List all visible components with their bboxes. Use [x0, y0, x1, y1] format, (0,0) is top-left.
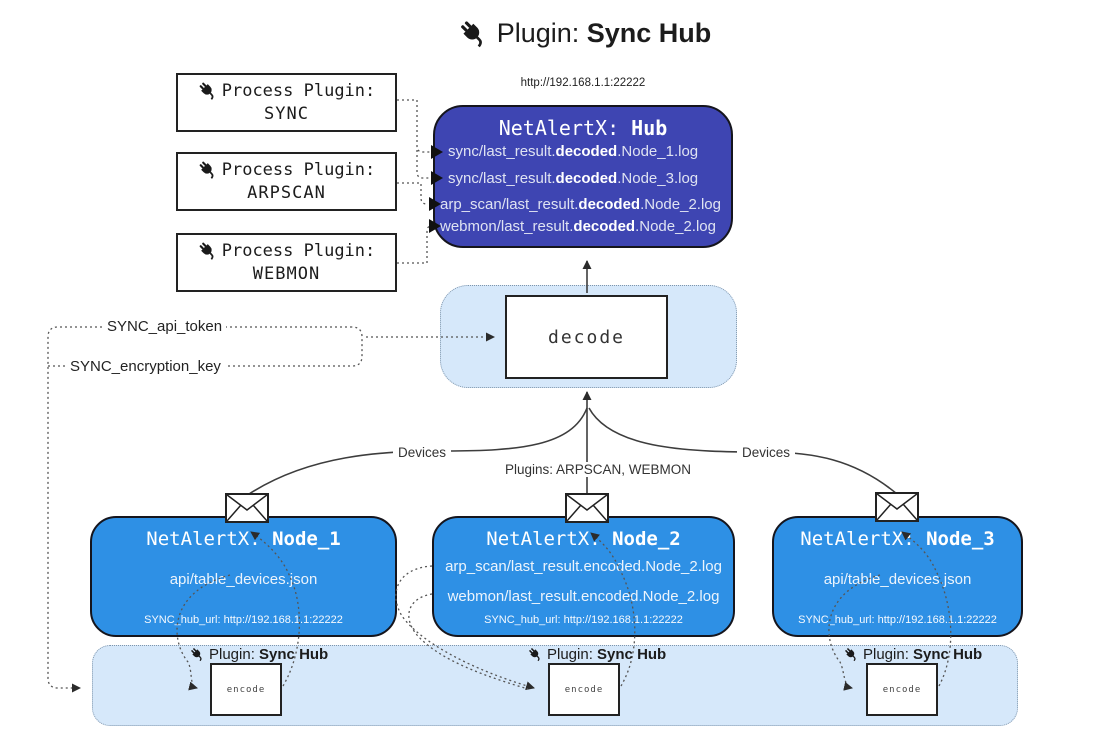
edge-label-devices-left: Devices: [393, 445, 452, 460]
node-title-prefix: NetAlertX:: [146, 528, 273, 550]
encode-box: encode: [210, 663, 282, 716]
process-plugin-box-webmon: Process Plugin: WEBMON: [176, 233, 397, 292]
decode-box: decode: [505, 295, 668, 379]
plug-icon: [198, 241, 218, 261]
hub-log-line: sync/last_result.decoded.Node_1.log: [448, 143, 699, 160]
encode-section-label: Plugin: Sync Hub: [528, 646, 666, 663]
process-plugin-name: WEBMON: [252, 264, 321, 284]
node-1-box: NetAlertX: Node_1 api/table_devices.json…: [90, 516, 397, 637]
page-title-prefix: Plugin:: [496, 18, 587, 48]
process-plugin-label: Process Plugin:: [221, 81, 376, 101]
node-line: arp_scan/last_result.encoded.Node_2.log: [445, 558, 722, 575]
encode-box: encode: [548, 663, 620, 716]
node-hub-url: SYNC_hub_url: http://192.168.1.1:22222: [484, 614, 683, 626]
hub-url: http://192.168.1.1:22222: [520, 77, 646, 89]
node-title-name: Node_2: [612, 528, 681, 550]
edge-label-plugins-mid: Plugins: ARPSCAN, WEBMON: [500, 462, 697, 477]
node-hub-url: SYNC_hub_url: http://192.168.1.1:22222: [144, 614, 343, 626]
node-title-prefix: NetAlertX:: [486, 528, 613, 550]
node-line: api/table_devices.json: [823, 571, 972, 588]
node-title-name: Node_1: [272, 528, 341, 550]
plug-icon: [459, 19, 489, 49]
encode-box: encode: [866, 663, 938, 716]
plug-icon: [528, 647, 543, 662]
node-title-name: Node_3: [926, 528, 995, 550]
page-title: Plugin: Sync Hub: [459, 18, 712, 49]
process-plugin-box-sync: Process Plugin: SYNC: [176, 73, 397, 132]
hub-box: NetAlertX: Hub sync/last_result.decoded.…: [433, 105, 733, 248]
process-plugin-label: Process Plugin:: [221, 241, 376, 261]
node-3-box: NetAlertX: Node_3 api/table_devices.json…: [772, 516, 1023, 637]
encode-section-label: Plugin: Sync Hub: [190, 646, 328, 663]
hub-title-prefix: NetAlertX:: [498, 116, 632, 140]
plug-icon: [190, 647, 205, 662]
page-title-name: Sync Hub: [586, 18, 712, 48]
process-plugin-box-arpscan: Process Plugin: ARPSCAN: [176, 152, 397, 211]
process-plugin-label: Process Plugin:: [221, 160, 376, 180]
edge-label-devices-right: Devices: [737, 445, 796, 460]
hub-title: NetAlertX: Hub: [435, 116, 731, 140]
process-plugin-name: ARPSCAN: [247, 183, 326, 203]
node-line: api/table_devices.json: [169, 571, 318, 588]
encode-section-label: Plugin: Sync Hub: [844, 646, 982, 663]
sync-encryption-key-label: SYNC_encryption_key: [66, 358, 225, 375]
node-line: webmon/last_result.encoded.Node_2.log: [447, 588, 720, 605]
hub-log-line: sync/last_result.decoded.Node_3.log: [448, 170, 699, 187]
sync-api-token-label: SYNC_api_token: [103, 318, 227, 335]
hub-log-line: webmon/last_result.decoded.Node_2.log: [440, 218, 716, 235]
process-plugin-name: SYNC: [264, 104, 309, 124]
node-2-box: NetAlertX: Node_2 arp_scan/last_result.e…: [432, 516, 735, 637]
node-title-prefix: NetAlertX:: [800, 528, 927, 550]
hub-log-line: arp_scan/last_result.decoded.Node_2.log: [440, 196, 721, 213]
plug-icon: [844, 647, 859, 662]
hub-title-name: Hub: [631, 116, 668, 140]
node-hub-url: SYNC_hub_url: http://192.168.1.1:22222: [798, 614, 997, 626]
plug-icon: [198, 160, 218, 180]
plug-icon: [198, 81, 218, 101]
